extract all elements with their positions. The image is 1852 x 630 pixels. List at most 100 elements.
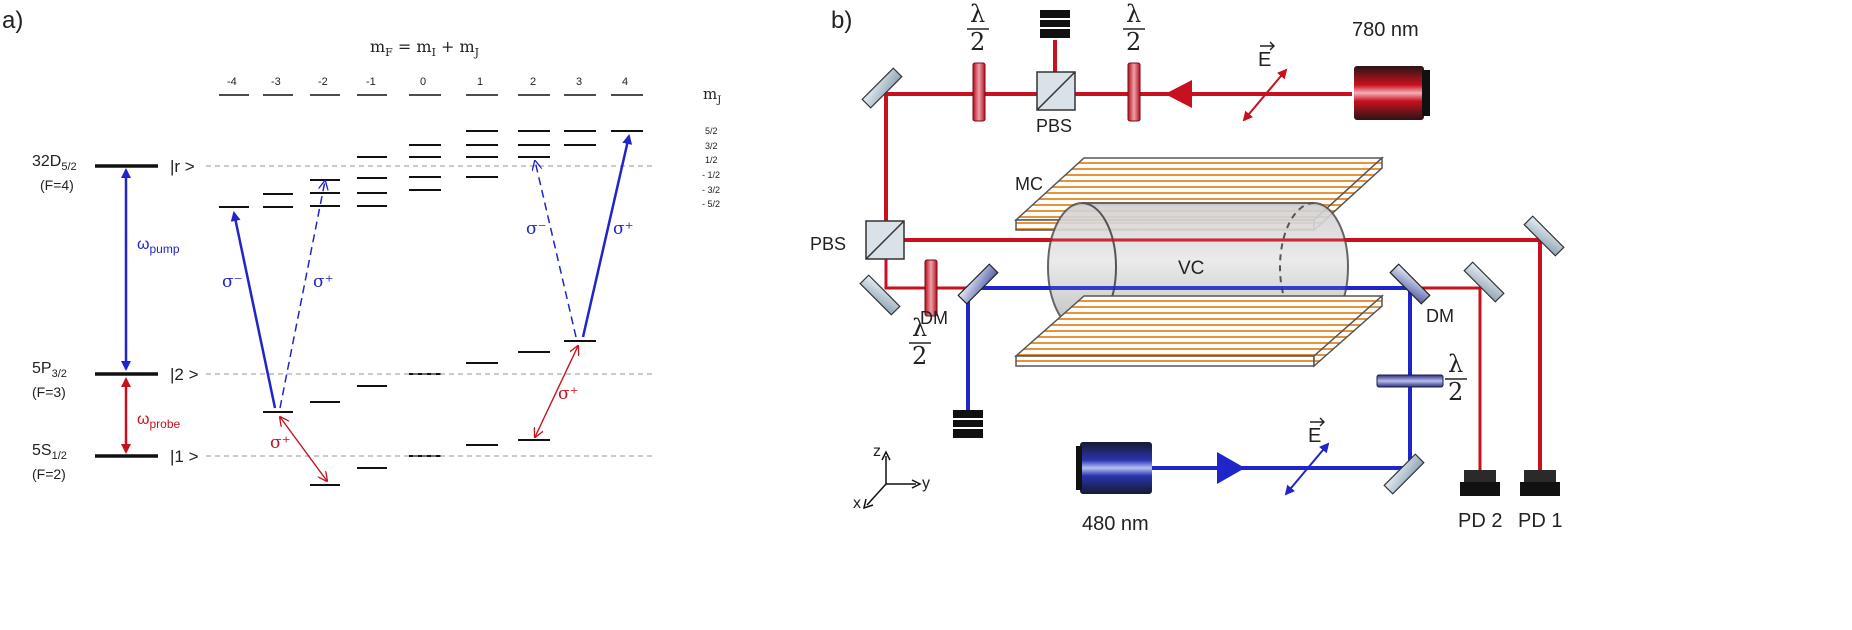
dichroic-mirror-left xyxy=(957,263,999,305)
sigma-minus-label-left: σ⁻ xyxy=(222,272,243,292)
sigma-plus-transition-right xyxy=(581,134,633,338)
beam-dump-top xyxy=(1040,10,1070,38)
beam-direction-blue xyxy=(1217,452,1245,484)
omega-probe-label: ωprobe xyxy=(137,411,181,431)
lambda-half-label-blue: λ 2 xyxy=(1445,350,1467,406)
sigma-plus-probe-label-left: σ⁺ xyxy=(270,433,291,453)
lambda-half-label-3: λ 2 xyxy=(909,314,931,370)
level-32d-label: 32D5/2 xyxy=(32,153,77,173)
mc-label: MC xyxy=(1015,174,1043,194)
mj-label: - 3/2 xyxy=(702,185,720,195)
efield-label-red: E xyxy=(1258,49,1271,71)
omega-pump-label: ωpump xyxy=(137,236,180,256)
panel-a: a) mF = mI + mJ -4 -3 -2 -1 0 1 2 3 4 xyxy=(2,7,721,486)
svg-text:λ: λ xyxy=(912,314,927,342)
half-wave-plate-1 xyxy=(972,62,986,122)
laser-480 xyxy=(1076,442,1152,494)
dm-label-right: DM xyxy=(1426,306,1454,326)
ket-r: |r > xyxy=(170,157,195,176)
svg-text:2: 2 xyxy=(970,28,985,56)
laser-780 xyxy=(1354,66,1430,120)
sigma-plus-probe-transition-right xyxy=(535,346,578,437)
svg-text:λ: λ xyxy=(970,0,985,28)
polarization-arrow-blue xyxy=(1284,442,1330,496)
sigma-plus-label-right: σ⁺ xyxy=(613,219,634,239)
mj-label: - 1/2 xyxy=(702,170,720,180)
lambda-half-label-1: λ 2 xyxy=(967,0,989,56)
mf-label: 0 xyxy=(420,76,426,88)
mj-label: 5/2 xyxy=(705,126,718,136)
mf-label: 3 xyxy=(576,76,582,88)
sigma-plus-label-dashed-left: σ⁺ xyxy=(313,272,334,292)
mf-labels: -4 -3 -2 -1 0 1 2 3 4 xyxy=(227,76,628,88)
half-wave-plate-2 xyxy=(1127,62,1141,122)
mirror-top-left xyxy=(861,67,903,109)
pbs-cube-left xyxy=(865,220,905,260)
sigma-plus-probe-label-right: σ⁺ xyxy=(558,384,579,404)
mirror-lower-left xyxy=(859,274,901,316)
mj-label: 3/2 xyxy=(705,141,718,151)
mf-label: -3 xyxy=(271,76,281,88)
panel-a-label: a) xyxy=(2,7,23,34)
sigma-minus-label-dashed-right: σ⁻ xyxy=(526,219,547,239)
sigma-minus-transition-left xyxy=(230,211,277,409)
dichroic-mirror-right xyxy=(1389,263,1431,305)
panel-b: b) E E 780 nm 480 nm xyxy=(810,0,1565,535)
beam-780-upper xyxy=(884,92,1352,240)
beam-direction-red xyxy=(1165,80,1192,108)
mf-label: 2 xyxy=(530,76,536,88)
mj-title: mJ xyxy=(703,85,721,106)
sigma-plus-probe-transition-left xyxy=(280,417,327,481)
mf-label: -2 xyxy=(318,76,328,88)
pd1-label: PD 1 xyxy=(1518,510,1562,532)
laser-480-label: 480 nm xyxy=(1082,513,1149,535)
mj-labels: 5/2 3/2 1/2 - 1/2 - 3/2 - 5/2 xyxy=(702,126,720,209)
polarization-arrow-red xyxy=(1242,68,1288,122)
mirror-right-top xyxy=(1523,215,1565,257)
rydberg-sublevels xyxy=(219,130,643,208)
s-sublevels xyxy=(310,439,550,486)
laser-780-label: 780 nm xyxy=(1352,19,1419,41)
level-5s-f: (F=2) xyxy=(32,466,66,482)
half-wave-plate-3 xyxy=(924,259,938,317)
sigma-minus-transition-dashed-right xyxy=(535,161,577,338)
vector-arrow-icon xyxy=(1260,41,1275,51)
ket-1: |1 > xyxy=(170,447,199,466)
svg-text:2: 2 xyxy=(912,342,927,370)
coordinate-axes xyxy=(862,450,922,510)
mf-equation: mF = mI + mJ xyxy=(370,37,479,59)
mf-label: 1 xyxy=(477,76,483,88)
pbs-label-top: PBS xyxy=(1036,116,1072,136)
axis-z-label: z xyxy=(873,443,881,460)
mj-label: 1/2 xyxy=(705,155,718,165)
mf-label: -4 xyxy=(227,76,237,88)
level-5s-label: 5S1/2 xyxy=(32,442,67,462)
vector-arrow-icon xyxy=(1310,417,1325,427)
mf-label: -1 xyxy=(366,76,376,88)
svg-text:2: 2 xyxy=(1448,378,1463,406)
photodiode-1 xyxy=(1520,470,1560,496)
p-sublevels xyxy=(263,340,596,413)
level-5p-f: (F=3) xyxy=(32,384,66,400)
level-5p-label: 5P3/2 xyxy=(32,360,67,380)
svg-text:2: 2 xyxy=(1126,28,1141,56)
vc-label: VC xyxy=(1178,258,1204,279)
mf-label: 4 xyxy=(622,76,628,88)
half-wave-plate-blue xyxy=(1376,374,1444,388)
mirror-right-mid xyxy=(1463,261,1505,303)
pd2-label: PD 2 xyxy=(1458,510,1502,532)
beam-dump-bottom xyxy=(953,410,983,438)
mirror-bottom-right xyxy=(1383,453,1425,495)
lambda-half-label-2: λ 2 xyxy=(1123,0,1145,56)
axis-x-label: x xyxy=(853,495,861,512)
level-32d-f: (F=4) xyxy=(40,177,74,193)
axis-y-label: y xyxy=(922,475,930,492)
ket-2: |2 > xyxy=(170,365,199,384)
dm-label-left: DM xyxy=(920,308,948,328)
svg-text:λ: λ xyxy=(1126,0,1141,28)
panel-b-label: b) xyxy=(831,7,852,34)
pbs-cube-top xyxy=(1036,71,1076,111)
photodiode-2 xyxy=(1460,470,1500,496)
mj-label: - 5/2 xyxy=(702,199,720,209)
